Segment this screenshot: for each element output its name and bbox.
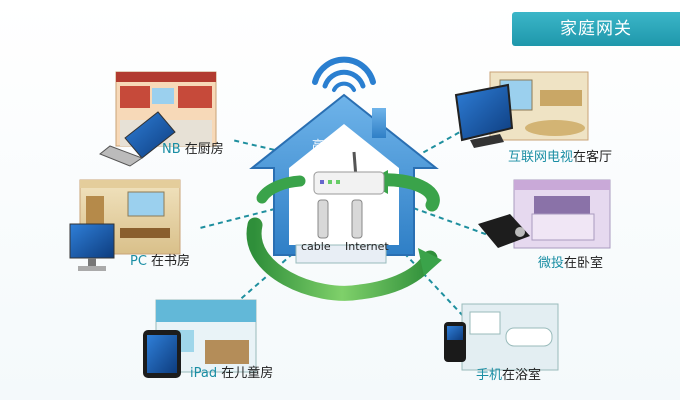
monitor-icon — [69, 223, 115, 271]
projector-icon — [478, 214, 530, 248]
cable-label: cable — [301, 240, 331, 253]
room-label-kids: iPad 在儿童房 — [190, 362, 273, 381]
location-study: 在书房 — [146, 254, 191, 269]
wifi-icon — [312, 56, 376, 92]
internet-label: Internet — [345, 240, 389, 253]
link-kitchen — [231, 139, 319, 161]
tablet-icon — [143, 330, 181, 378]
location-living: 在客厅 — [573, 150, 613, 165]
location-bath: 在浴室 — [502, 368, 542, 383]
link-bedroom — [404, 204, 489, 236]
tv-icon — [454, 83, 514, 148]
cycle-arrow-icon — [246, 170, 442, 301]
room-label-living: 互联网电视在客厅 — [508, 146, 612, 165]
router-icon — [313, 151, 385, 195]
router-base — [295, 244, 387, 264]
room-bedroom-image — [513, 179, 611, 249]
device-ipad: iPad — [190, 366, 218, 381]
location-kitchen: 在厨房 — [180, 142, 224, 157]
device-tv: 互联网电视 — [508, 150, 574, 165]
location-kids: 在儿童房 — [217, 366, 274, 381]
device-nb: NB — [162, 142, 181, 157]
room-label-kitchen: NB 在厨房 — [162, 138, 224, 157]
cable-plug-icon — [317, 199, 363, 239]
location-bedroom: 在卧室 — [564, 256, 604, 271]
room-label-study: PC 在书房 — [130, 250, 190, 269]
laptop-icon — [99, 111, 176, 167]
room-label-bedroom: 微投在卧室 — [538, 252, 603, 271]
house-label: 高清嗵娃 — [312, 138, 361, 152]
page-title: 家庭网关 — [512, 12, 680, 46]
device-pc: PC — [130, 254, 147, 269]
device-projector: 微投 — [538, 256, 565, 271]
phone-icon — [444, 322, 466, 362]
room-label-bath: 手机在浴室 — [476, 364, 541, 383]
device-phone: 手机 — [476, 368, 503, 383]
room-bath-image — [461, 303, 559, 371]
